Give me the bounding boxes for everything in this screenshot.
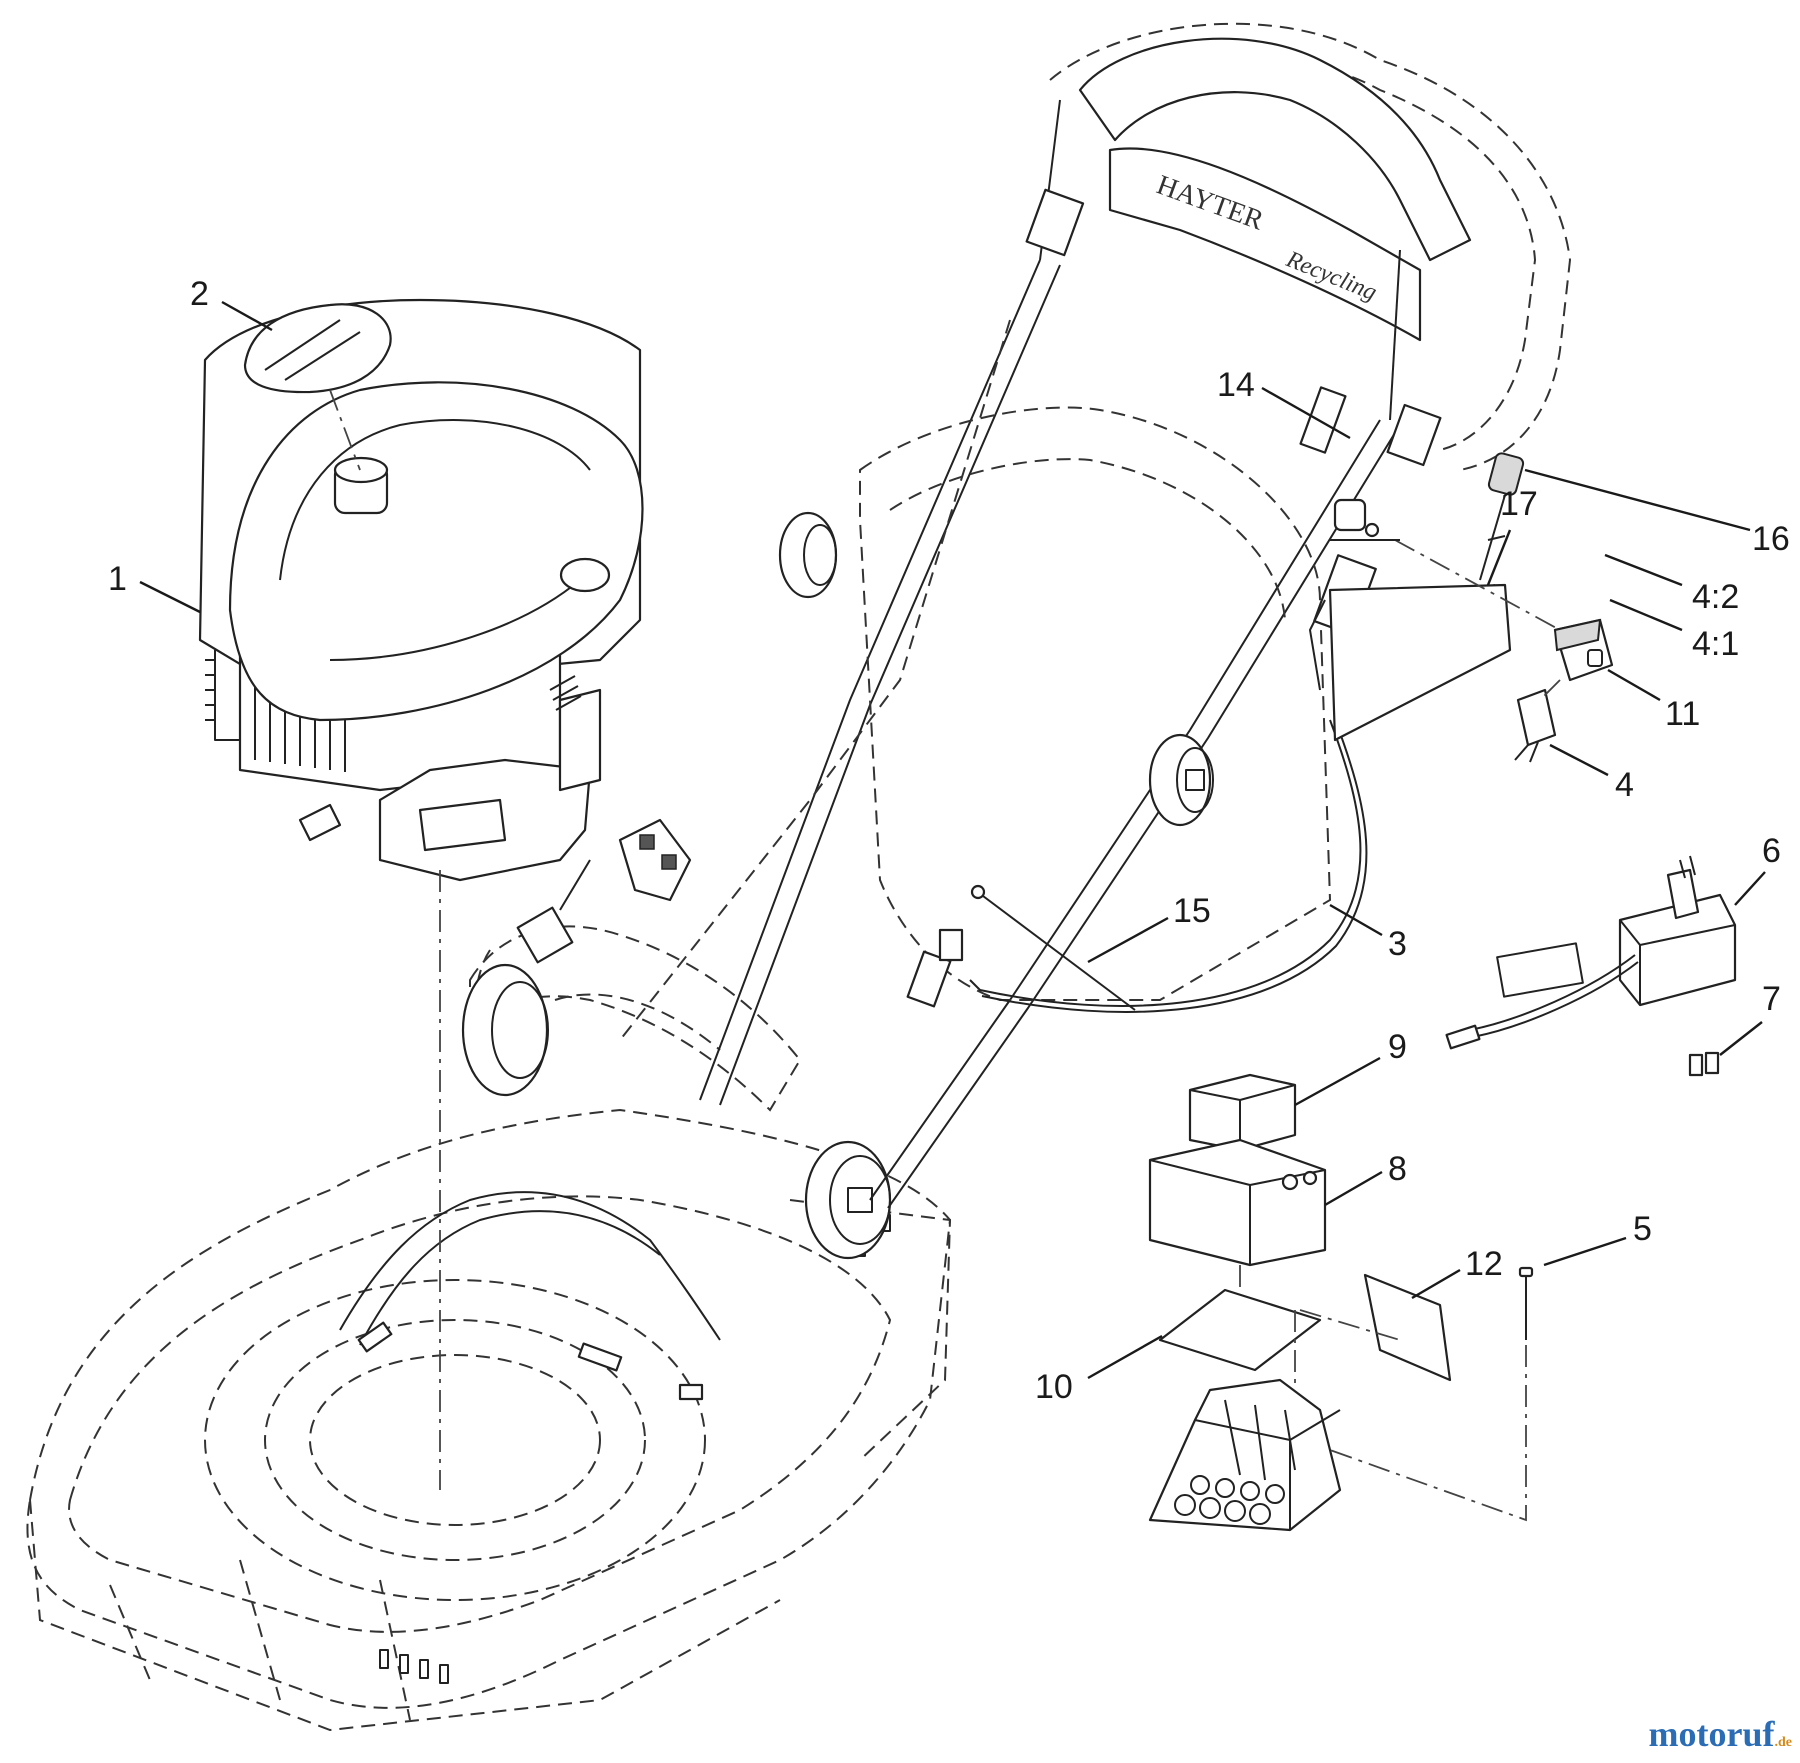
battery [1148,1138,1327,1267]
callout-labels: 1 2 3 4 4:1 4:2 5 6 [108,275,1790,1406]
callout-number: 5 [1633,1210,1652,1248]
callout-number: 17 [1500,485,1538,523]
callout-2: 2 [190,275,273,332]
charger-clip [1688,1051,1720,1077]
screw [1518,1266,1534,1340]
callout-number: 2 [190,275,209,313]
battery-charger [1445,855,1737,1050]
plug [1514,688,1557,763]
speed-clip [618,818,692,902]
foam-pad [1188,1073,1297,1152]
callout-number: 15 [1173,892,1211,930]
watermark-main: motoruf [1648,1714,1775,1754]
cover-decal [243,303,392,471]
callout-number: 9 [1388,1028,1407,1066]
callout-11: 11 [1607,668,1700,733]
callout-4-2: 4:2 [1604,553,1739,616]
watermark: motoruf.de [1649,1713,1792,1755]
switch-housing [1553,618,1614,682]
watermark-tld: .de [1774,1735,1793,1750]
callout-7: 7 [1719,980,1781,1056]
pin-4-2 [1487,535,1506,541]
rear-wheel [804,1140,892,1260]
callout-3: 3 [1329,903,1407,963]
callout-8: 8 [1324,1150,1407,1207]
callout-number: 12 [1465,1245,1503,1283]
callout-number: 8 [1388,1150,1407,1188]
callout-number: 11 [1665,695,1700,733]
battery-pad [1158,1288,1322,1372]
callout-number: 1 [108,560,127,598]
callout-17: 17 [1486,485,1538,586]
callout-number: 10 [1035,1368,1073,1406]
callout-12: 12 [1411,1245,1503,1300]
callout-number: 3 [1388,925,1407,963]
callout-1: 1 [108,560,201,614]
callout-4-1: 4:1 [1609,598,1739,663]
callout-14: 14 [1217,366,1351,440]
callout-16: 16 [1524,468,1790,558]
callout-6: 6 [1734,832,1781,906]
callout-15: 15 [1087,892,1211,964]
callout-number: 16 [1752,520,1790,558]
callout-number: 4:1 [1692,625,1739,663]
callout-number: 7 [1762,980,1781,1018]
callout-5: 5 [1543,1210,1652,1267]
callout-10: 10 [1035,1334,1163,1406]
callout-number: 4 [1615,766,1634,804]
battery-tray [1148,1378,1342,1532]
fuel-cap [333,456,389,515]
handle-knob-right [1148,733,1214,827]
tray-cover [1363,1273,1452,1382]
front-wheel [461,963,549,1097]
callout-number: 14 [1217,366,1255,404]
callout-9: 9 [1294,1028,1407,1107]
instruction-label [1309,583,1512,742]
engine [198,298,644,882]
callout-number: 4:2 [1692,578,1739,616]
key-knob [1479,452,1525,581]
handle-knob-left [778,511,838,599]
callout-4: 4 [1549,743,1634,804]
callout-number: 6 [1762,832,1781,870]
mower-deck [26,925,952,1732]
handle-assembly: HAYTER Recycling [516,22,1572,1209]
